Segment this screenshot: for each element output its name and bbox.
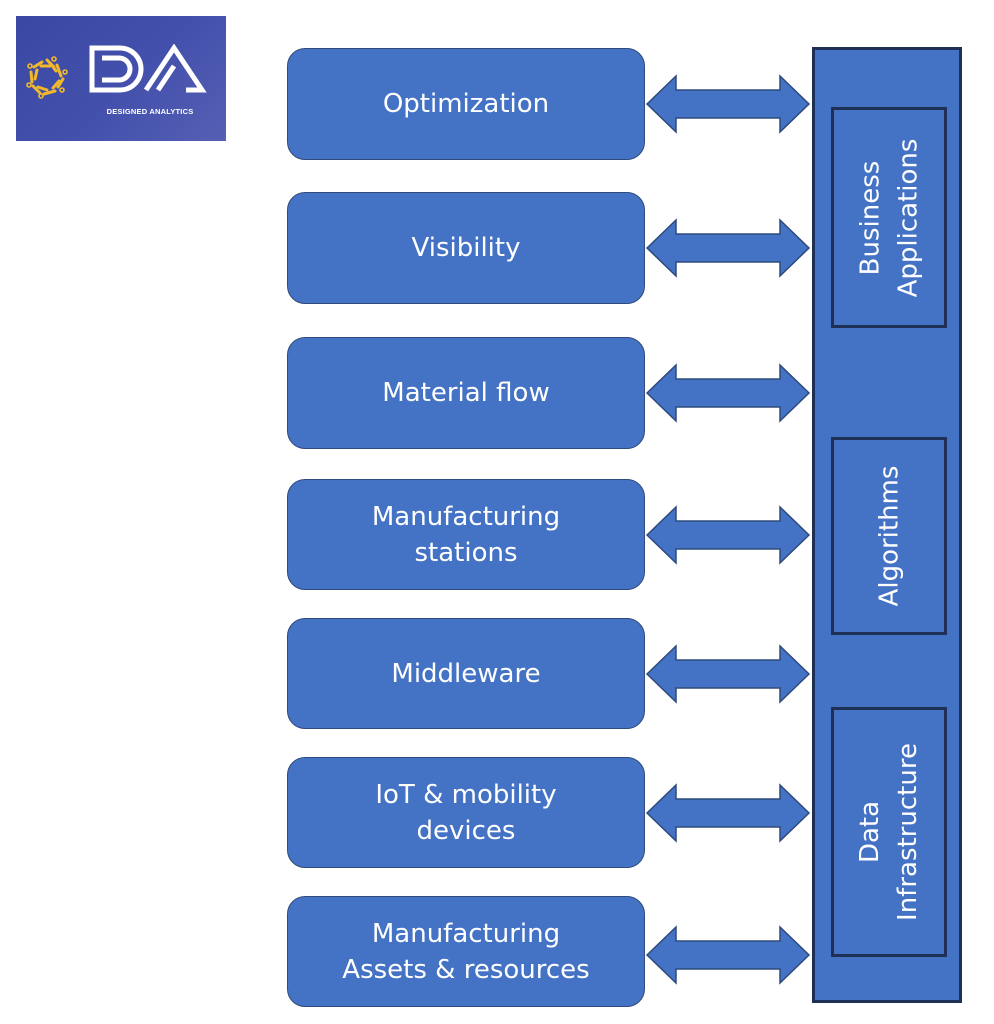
- layer-box-middleware: Middleware: [287, 618, 645, 729]
- double-arrow-icon: [645, 505, 811, 565]
- double-arrow-icon: [645, 74, 811, 134]
- platform-stack-panel: Business Applications Algorithms Data In…: [812, 47, 962, 1003]
- layer-box-visibility: Visibility: [287, 192, 645, 304]
- double-arrow-icon: [645, 925, 811, 985]
- section-data-infrastructure: Data Infrastructure: [831, 707, 947, 957]
- layer-box-optimization: Optimization: [287, 48, 645, 160]
- layer-box-material-flow: Material flow: [287, 337, 645, 449]
- section-label: Algorithms: [874, 465, 905, 607]
- layer-label: Optimization: [382, 89, 550, 119]
- double-arrow-icon: [645, 783, 811, 843]
- section-label: Data Infrastructure: [855, 743, 924, 921]
- layer-label: Visibility: [411, 233, 521, 263]
- section-label: Business Applications: [855, 138, 924, 297]
- layer-box-manufacturing-assets: Manufacturing Assets & resources: [287, 896, 645, 1007]
- logo-mark-icon: [26, 56, 68, 99]
- layer-label: Material flow: [382, 378, 550, 408]
- layer-label: Manufacturing stations: [371, 501, 561, 568]
- section-business-applications: Business Applications: [831, 107, 947, 328]
- logo-subtitle: DESIGNED ANALYTICS: [106, 107, 194, 116]
- double-arrow-icon: [645, 218, 811, 278]
- double-arrow-icon: [645, 644, 811, 704]
- layer-label: Manufacturing Assets & resources: [342, 918, 590, 985]
- layer-label: IoT & mobility devices: [375, 779, 557, 846]
- section-algorithms: Algorithms: [831, 437, 947, 635]
- layer-box-manufacturing-stations: Manufacturing stations: [287, 479, 645, 590]
- designed-analytics-logo: DESIGNED ANALYTICS: [16, 16, 226, 141]
- logo-letters-icon: [89, 44, 207, 93]
- layer-label: Middleware: [391, 658, 541, 689]
- double-arrow-icon: [645, 363, 811, 423]
- layer-box-iot-mobility-devices: IoT & mobility devices: [287, 757, 645, 868]
